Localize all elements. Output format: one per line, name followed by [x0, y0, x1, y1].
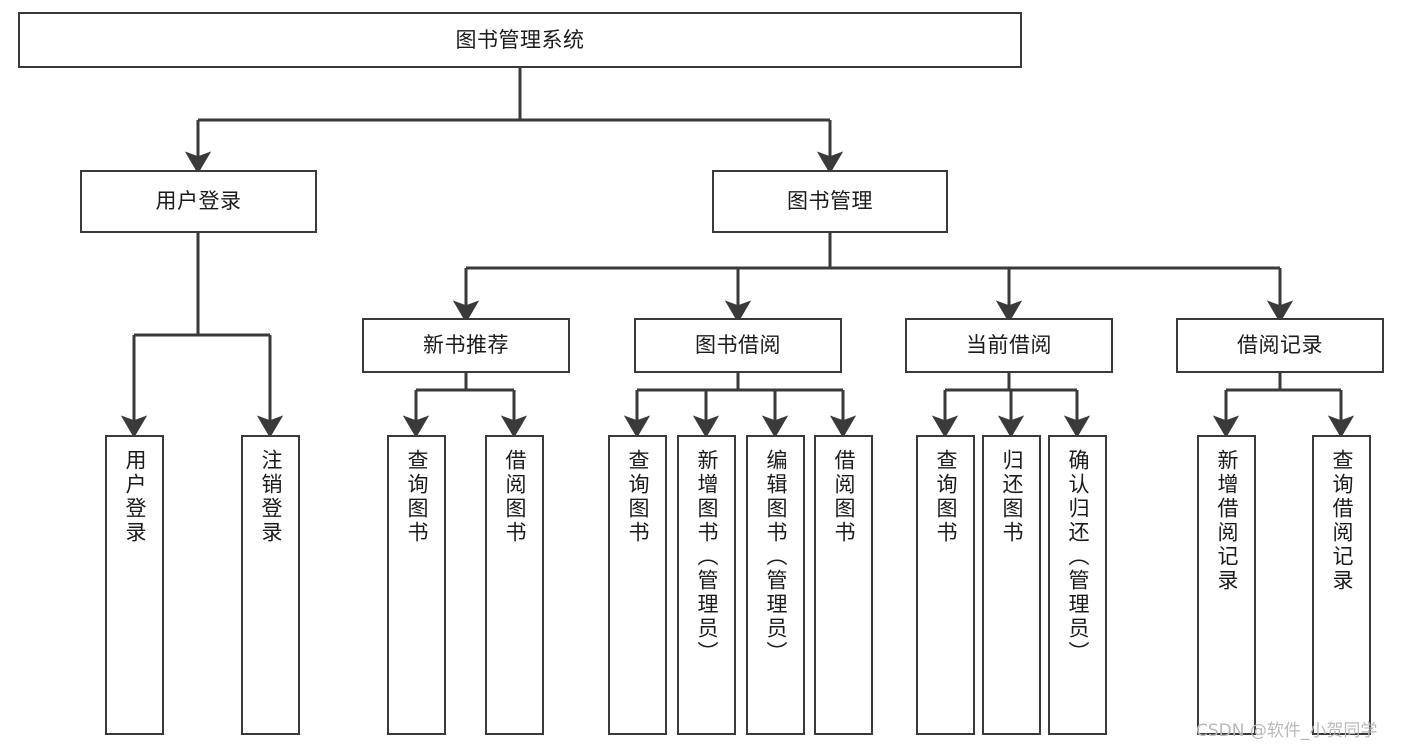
node-new-book-recommend[interactable]: 新书推荐 [362, 318, 570, 373]
node-label: 注销登录 [259, 449, 283, 545]
node-label: 用户登录 [155, 189, 242, 214]
node-label: 归还图书 [1000, 449, 1024, 545]
node-label: 图书借阅 [695, 333, 781, 358]
node-label: 查询借阅记录 [1330, 449, 1354, 593]
node-label: 用户登录 [123, 449, 147, 545]
leaf-user-login-login[interactable]: 用户登录 [105, 435, 164, 735]
node-label: 查询图书 [626, 449, 650, 545]
node-label: 查询图书 [934, 449, 958, 545]
node-label: 新书推荐 [423, 333, 509, 358]
node-label: 图书管理 [787, 189, 873, 214]
node-label: 编辑图书（管理员） [764, 449, 788, 665]
node-label: 新增借阅记录 [1215, 449, 1239, 593]
node-current-borrow[interactable]: 当前借阅 [905, 318, 1113, 373]
node-book-borrow[interactable]: 图书借阅 [634, 318, 842, 373]
leaf-new-book-borrow[interactable]: 借阅图书 [485, 435, 544, 735]
node-label: 查询图书 [405, 449, 429, 545]
leaf-record-query-record[interactable]: 查询借阅记录 [1312, 435, 1371, 735]
leaf-user-login-logout[interactable]: 注销登录 [241, 435, 300, 735]
node-label: 图书管理系统 [455, 27, 585, 52]
node-label: 借阅记录 [1237, 333, 1323, 358]
leaf-current-confirm-return-admin[interactable]: 确认归还（管理员） [1048, 435, 1107, 735]
leaf-new-book-query[interactable]: 查询图书 [387, 435, 446, 735]
leaf-borrow-edit-book-admin[interactable]: 编辑图书（管理员） [746, 435, 805, 735]
node-user-login[interactable]: 用户登录 [80, 170, 317, 233]
node-label: 新增图书（管理员） [695, 449, 719, 665]
csdn-watermark: CSDN @软件_小贺同学 [1196, 721, 1378, 741]
node-label: 借阅图书 [503, 449, 527, 545]
node-root-book-management-system[interactable]: 图书管理系统 [18, 12, 1022, 68]
node-label: 确认归还（管理员） [1066, 449, 1090, 665]
leaf-record-add-record[interactable]: 新增借阅记录 [1197, 435, 1256, 735]
node-book-management[interactable]: 图书管理 [712, 170, 948, 233]
leaf-current-query-book[interactable]: 查询图书 [916, 435, 975, 735]
node-borrow-record[interactable]: 借阅记录 [1176, 318, 1384, 373]
leaf-borrow-query-book[interactable]: 查询图书 [608, 435, 667, 735]
leaf-borrow-borrow-book[interactable]: 借阅图书 [814, 435, 873, 735]
leaf-current-return-book[interactable]: 归还图书 [982, 435, 1041, 735]
node-label: 借阅图书 [832, 449, 856, 545]
leaf-borrow-add-book-admin[interactable]: 新增图书（管理员） [677, 435, 736, 735]
node-label: 当前借阅 [966, 333, 1052, 358]
